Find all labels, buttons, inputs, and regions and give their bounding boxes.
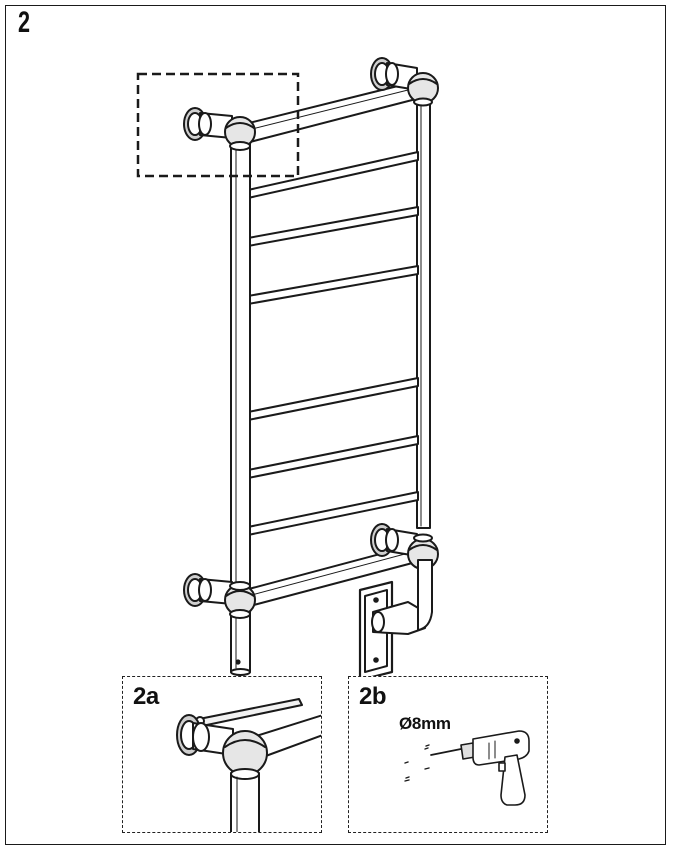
step-number: 2 xyxy=(18,6,31,39)
drill-bit-size: Ø8mm xyxy=(399,714,451,733)
detail-inset-2a: 2a xyxy=(122,676,322,833)
drill-hole-marks xyxy=(404,744,430,782)
tee-joint-detail-icon xyxy=(176,698,321,832)
detail-inset-2b: 2b Ø8mm xyxy=(348,676,548,833)
page-frame xyxy=(5,5,666,845)
inset-label-2b: 2b xyxy=(359,683,387,710)
power-drill-icon xyxy=(404,730,530,806)
dashed-focus-box-icon xyxy=(136,72,300,178)
inset-label-2a: 2a xyxy=(133,683,159,710)
